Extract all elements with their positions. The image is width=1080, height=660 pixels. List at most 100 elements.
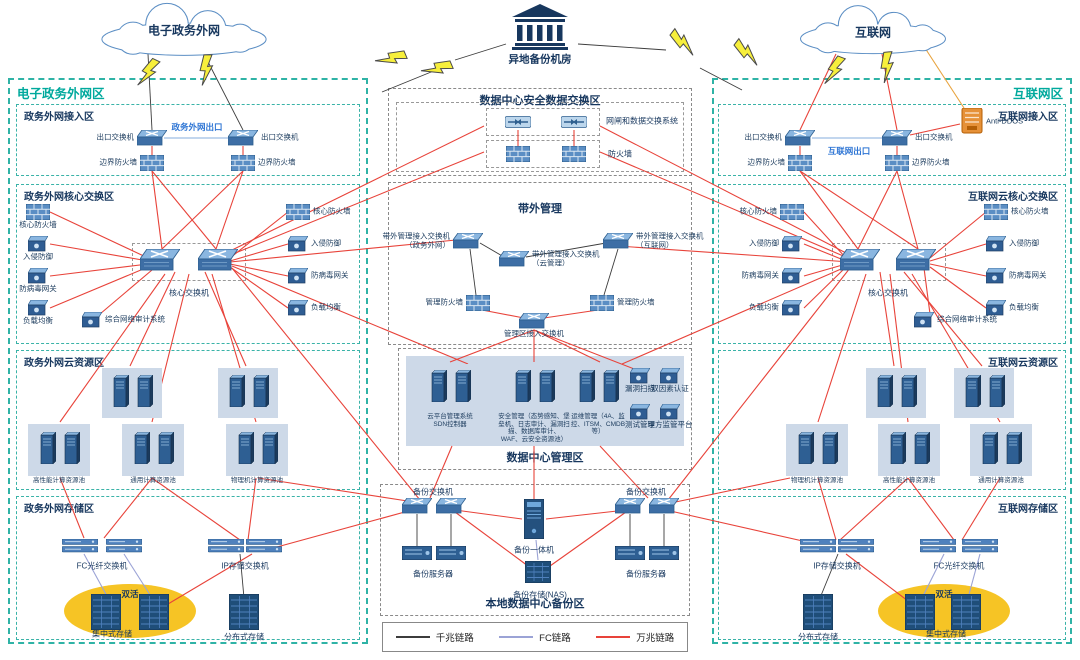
appliance-icon: [659, 403, 681, 420]
server-icon: [981, 430, 999, 469]
label-internet-cloud: 互联网: [854, 25, 892, 40]
label-gov-extranet-cloud: 电子政务外网: [147, 23, 221, 38]
device-gov-core-firewall-right: 核心防火墙: [285, 203, 351, 221]
nas-icon: [524, 560, 552, 584]
server-icon: [821, 430, 839, 469]
device-gov-central-storage-1: [90, 593, 122, 631]
server-icon: [430, 368, 448, 407]
server-icon: [228, 373, 246, 412]
zone-title-gov-outer: 电子政务外网区: [17, 87, 105, 101]
device-backup-switch-3: [614, 497, 646, 514]
server-icon: [112, 373, 130, 412]
switch-icon: [784, 129, 816, 146]
server-icon: [889, 430, 907, 469]
device-gov-ip-storage-switch-2: [245, 538, 283, 553]
coresw-icon: [895, 248, 937, 271]
switch-icon: [614, 497, 646, 514]
appliance-icon: [985, 299, 1007, 316]
device-gov-loadbalancer-right: 负载均衡: [287, 299, 341, 316]
cluster-gov-pool-a1: [102, 368, 162, 418]
flatsw-icon: [105, 538, 143, 553]
tower-icon: [523, 498, 545, 540]
device-gov-core-switch-2: [197, 248, 239, 273]
stor2-icon: [614, 545, 646, 561]
gw-icon: [560, 116, 588, 128]
zone-title-inet-core: 互联网云核心交换区: [968, 192, 1058, 203]
device-gov-border-firewall-1: 边界防火墙: [100, 154, 165, 172]
device-inet-ips-left: 入侵防御: [749, 235, 803, 252]
label-inet-exit-switch-2: 出口交换机: [915, 132, 953, 142]
server-icon: [514, 368, 532, 407]
label-inet-border-firewall-1: 边界防火墙: [747, 157, 786, 167]
stor-icon: [802, 593, 834, 631]
device-oob-switch-gov: 带外管理接入交换机（政务外网）: [383, 231, 484, 249]
label-inet-audit-system: 综合网络审计系统: [937, 314, 997, 324]
cluster-gov-physical-pool: 物理机计算资源池: [226, 424, 288, 484]
label-gov-core-firewall-left: 核心防火墙: [19, 220, 57, 229]
label-mgmt-firewall-right: 管理防火墙: [617, 297, 655, 307]
device-gov-central-storage-2: [138, 593, 170, 631]
device-gov-core-switch-1: [139, 248, 181, 273]
server-icon: [157, 430, 175, 469]
server-icon: [261, 430, 279, 469]
label-inet-antivirus-right: 防病毒网关: [1009, 270, 1047, 280]
stor-icon: [90, 593, 122, 631]
label-gov-dual-active: 双活: [121, 589, 139, 599]
zone-title-inet-access: 互联网接入区: [998, 112, 1058, 123]
label-oob-switch-cloud: 带外管理接入交换机（云管理）: [532, 249, 600, 267]
device-inet-core-firewall-right: 核心防火墙: [983, 203, 1049, 221]
label-inet-core-firewall-left: 核心防火墙: [739, 206, 778, 216]
text-gateway-system: 网闸和数据交换系统: [606, 116, 678, 126]
device-inet-exit-switch-1: 出口交换机: [745, 129, 816, 146]
server-icon: [876, 373, 894, 412]
label-inet-core-firewall-right: 核心防火墙: [1011, 206, 1049, 216]
device-oob-switch-inet: 带外管理接入交换机（互联网）: [602, 231, 704, 249]
text-gov-dist-storage: 分布式存储: [224, 632, 264, 642]
device-mgmt-access-switch: 管理区接入交换机: [504, 312, 564, 338]
firewall-icon: [505, 145, 531, 163]
text-inet-exit: 互联网出口: [827, 146, 871, 156]
label-inet-antivirus-left: 防病毒网关: [741, 270, 780, 280]
legend-label: 千兆链路: [435, 633, 474, 644]
label-gov-ips-left: 入侵防御: [23, 252, 53, 261]
flatsw-icon: [961, 538, 999, 553]
label-gov-core-firewall-right: 核心防火墙: [313, 206, 351, 216]
server-icon: [39, 430, 57, 469]
device-backup-server-3: [614, 545, 646, 561]
device-test-mgmt: 测试管理: [625, 403, 655, 429]
device-inet-fc-switch-2: [961, 538, 999, 553]
text-gov-core-switch: 核心交换机: [169, 288, 209, 298]
device-inet-core-switch-1: [839, 248, 881, 273]
label-anti-ddos: Anti-DDOS: [986, 116, 1024, 126]
server-icon: [237, 430, 255, 469]
label-inet-loadbalancer-right: 负载均衡: [1009, 302, 1039, 312]
coresw-icon: [197, 248, 239, 271]
text-inet-fc-switch: FC光纤交换机: [933, 561, 985, 571]
legend-label: 万兆链路: [636, 633, 675, 644]
cluster-inet-pool-a1: [866, 368, 926, 418]
device-mgmt-firewall-right: 管理防火墙: [589, 294, 655, 312]
firewall-icon: [884, 154, 910, 172]
device-inet-core-switch-2: [895, 248, 937, 273]
label-inet-general-pool: 通用计算资源池: [978, 477, 1024, 484]
text-backup-appliance: 备份一体机: [514, 545, 554, 555]
switch-icon: [518, 312, 550, 329]
label-inet-exit-switch-1: 出口交换机: [744, 132, 783, 142]
flatsw-icon: [837, 538, 875, 553]
device-exchange-firewall-2: [561, 145, 587, 163]
label-mgmt-access-switch: 管理区接入交换机: [504, 329, 564, 338]
server-icon: [988, 373, 1006, 412]
device-inet-exit-switch-2: 出口交换机: [881, 129, 953, 146]
zone-gov-access: 政务外网接入区: [16, 104, 360, 176]
firewall-icon: [285, 203, 311, 221]
label-gov-exit-switch-1: 出口交换机: [96, 132, 135, 142]
label-inet-physical-pool: 物理机计算资源池: [791, 477, 843, 484]
legend-label: FC链路: [539, 633, 571, 644]
device-supervision-platform: 甲方监管平台: [648, 403, 693, 429]
device-anti-ddos: Anti-DDOS: [961, 107, 1023, 136]
label-inet-ips-left: 入侵防御: [749, 238, 779, 248]
stor2-icon: [648, 545, 680, 561]
device-gov-dist-storage: [228, 593, 260, 631]
device-gov-fc-switch-2: [105, 538, 143, 553]
device-inet-core-firewall-left: 核心防火墙: [740, 203, 805, 221]
